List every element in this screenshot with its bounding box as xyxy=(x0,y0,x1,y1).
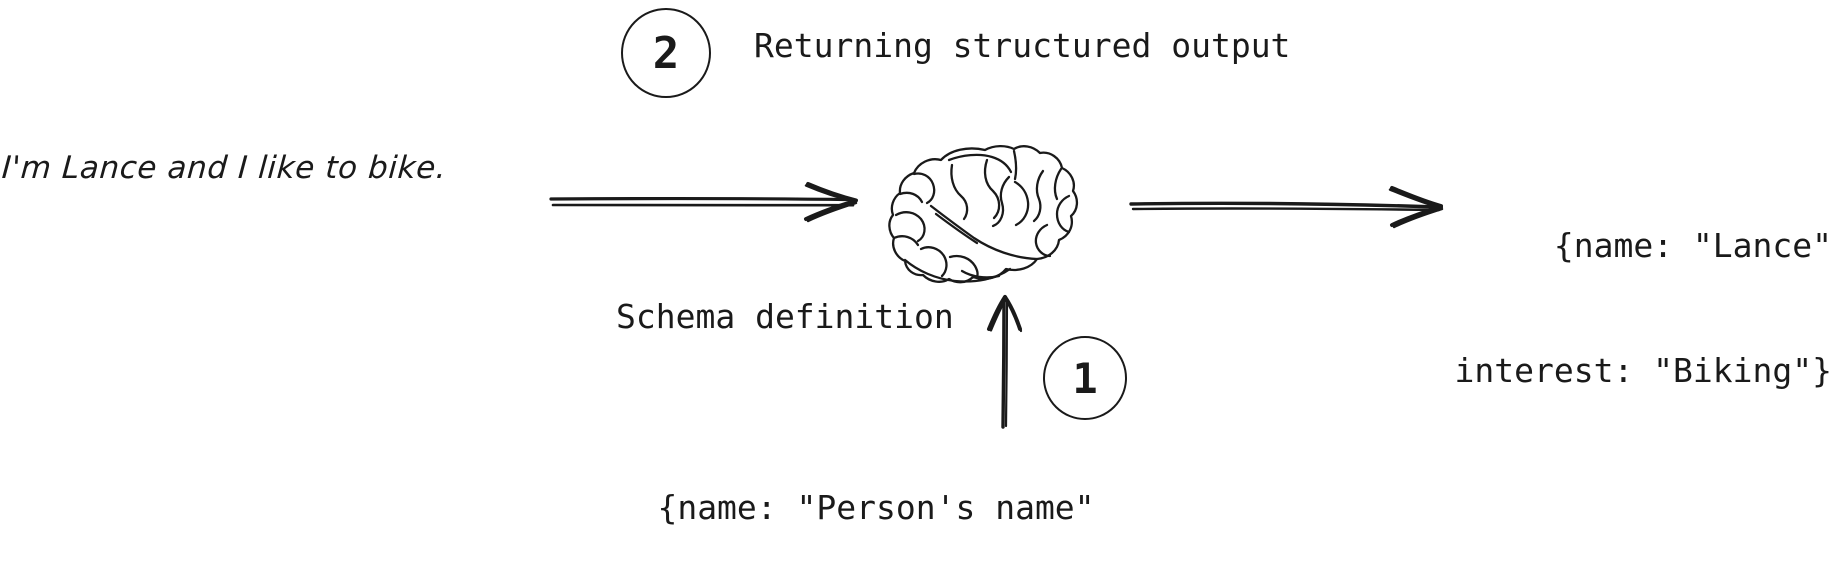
brain-icon xyxy=(888,144,1079,284)
step-badge-2-number: 2 xyxy=(652,27,680,79)
output-line-1: {name: "Lance" xyxy=(1553,226,1832,266)
step-badge-1: 1 xyxy=(1043,336,1127,420)
schema-line-1: {name: "Person's name" xyxy=(657,488,1095,528)
step-badge-1-number: 1 xyxy=(1072,353,1098,403)
model-to-output-arrow xyxy=(1129,186,1444,229)
input-to-model-arrow xyxy=(549,182,858,223)
schema-definition-block: {name: "Person's name" interest: "Person… xyxy=(596,404,1156,566)
step-2-caption: Returning structured output xyxy=(754,26,1291,65)
schema-to-model-arrow xyxy=(987,295,1023,429)
schema-definition-caption: Schema definition xyxy=(616,297,954,336)
output-line-2: interest: "Biking"} xyxy=(1454,350,1833,390)
structured-output-block: {name: "Lance" interest: "Biking"} xyxy=(1455,142,1833,475)
step-badge-2: 2 xyxy=(621,8,711,98)
